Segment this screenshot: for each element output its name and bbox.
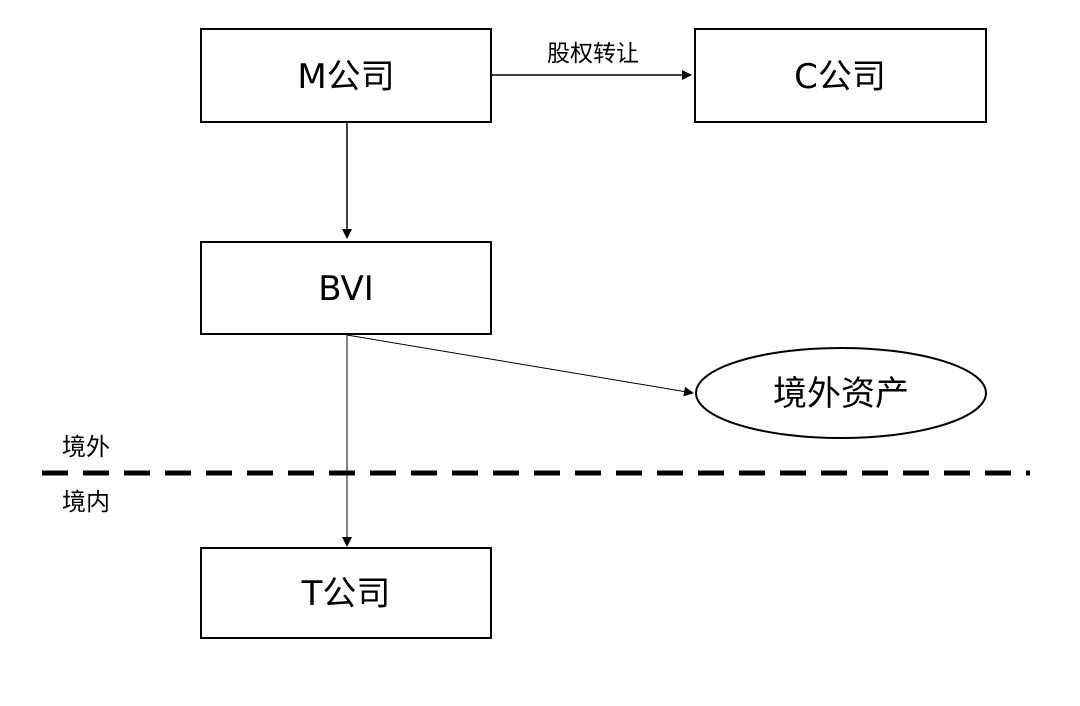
node-bvi-box xyxy=(200,241,492,335)
node-m-company-label: M公司 xyxy=(297,57,394,97)
node-bvi: BVI xyxy=(200,241,492,335)
border-divider: 境外 境内 xyxy=(42,433,1030,516)
edges: 股权转让 xyxy=(342,41,694,547)
node-c-company-box xyxy=(694,28,987,123)
region-label-offshore: 境外 xyxy=(62,433,110,461)
node-m-company: M公司 xyxy=(200,28,492,123)
node-c-company-label: C公司 xyxy=(794,57,886,97)
region-label-onshore: 境内 xyxy=(62,488,110,516)
node-bvi-label: BVI xyxy=(318,269,374,309)
edge-bvi-to-offshore-assets-arrow xyxy=(346,334,694,397)
node-c-company: C公司 xyxy=(694,28,987,123)
node-offshore-assets-ellipse xyxy=(695,347,987,439)
node-t-company-box xyxy=(200,547,492,639)
node-offshore-assets-label: 境外资产 xyxy=(773,374,909,414)
edge-m-to-c-label: 股权转让 xyxy=(547,41,639,67)
node-t-company-label: T公司 xyxy=(301,574,391,614)
node-t-company: T公司 xyxy=(200,547,492,639)
node-m-company-box xyxy=(200,28,492,123)
node-offshore-assets: 境外资产 xyxy=(695,347,987,439)
